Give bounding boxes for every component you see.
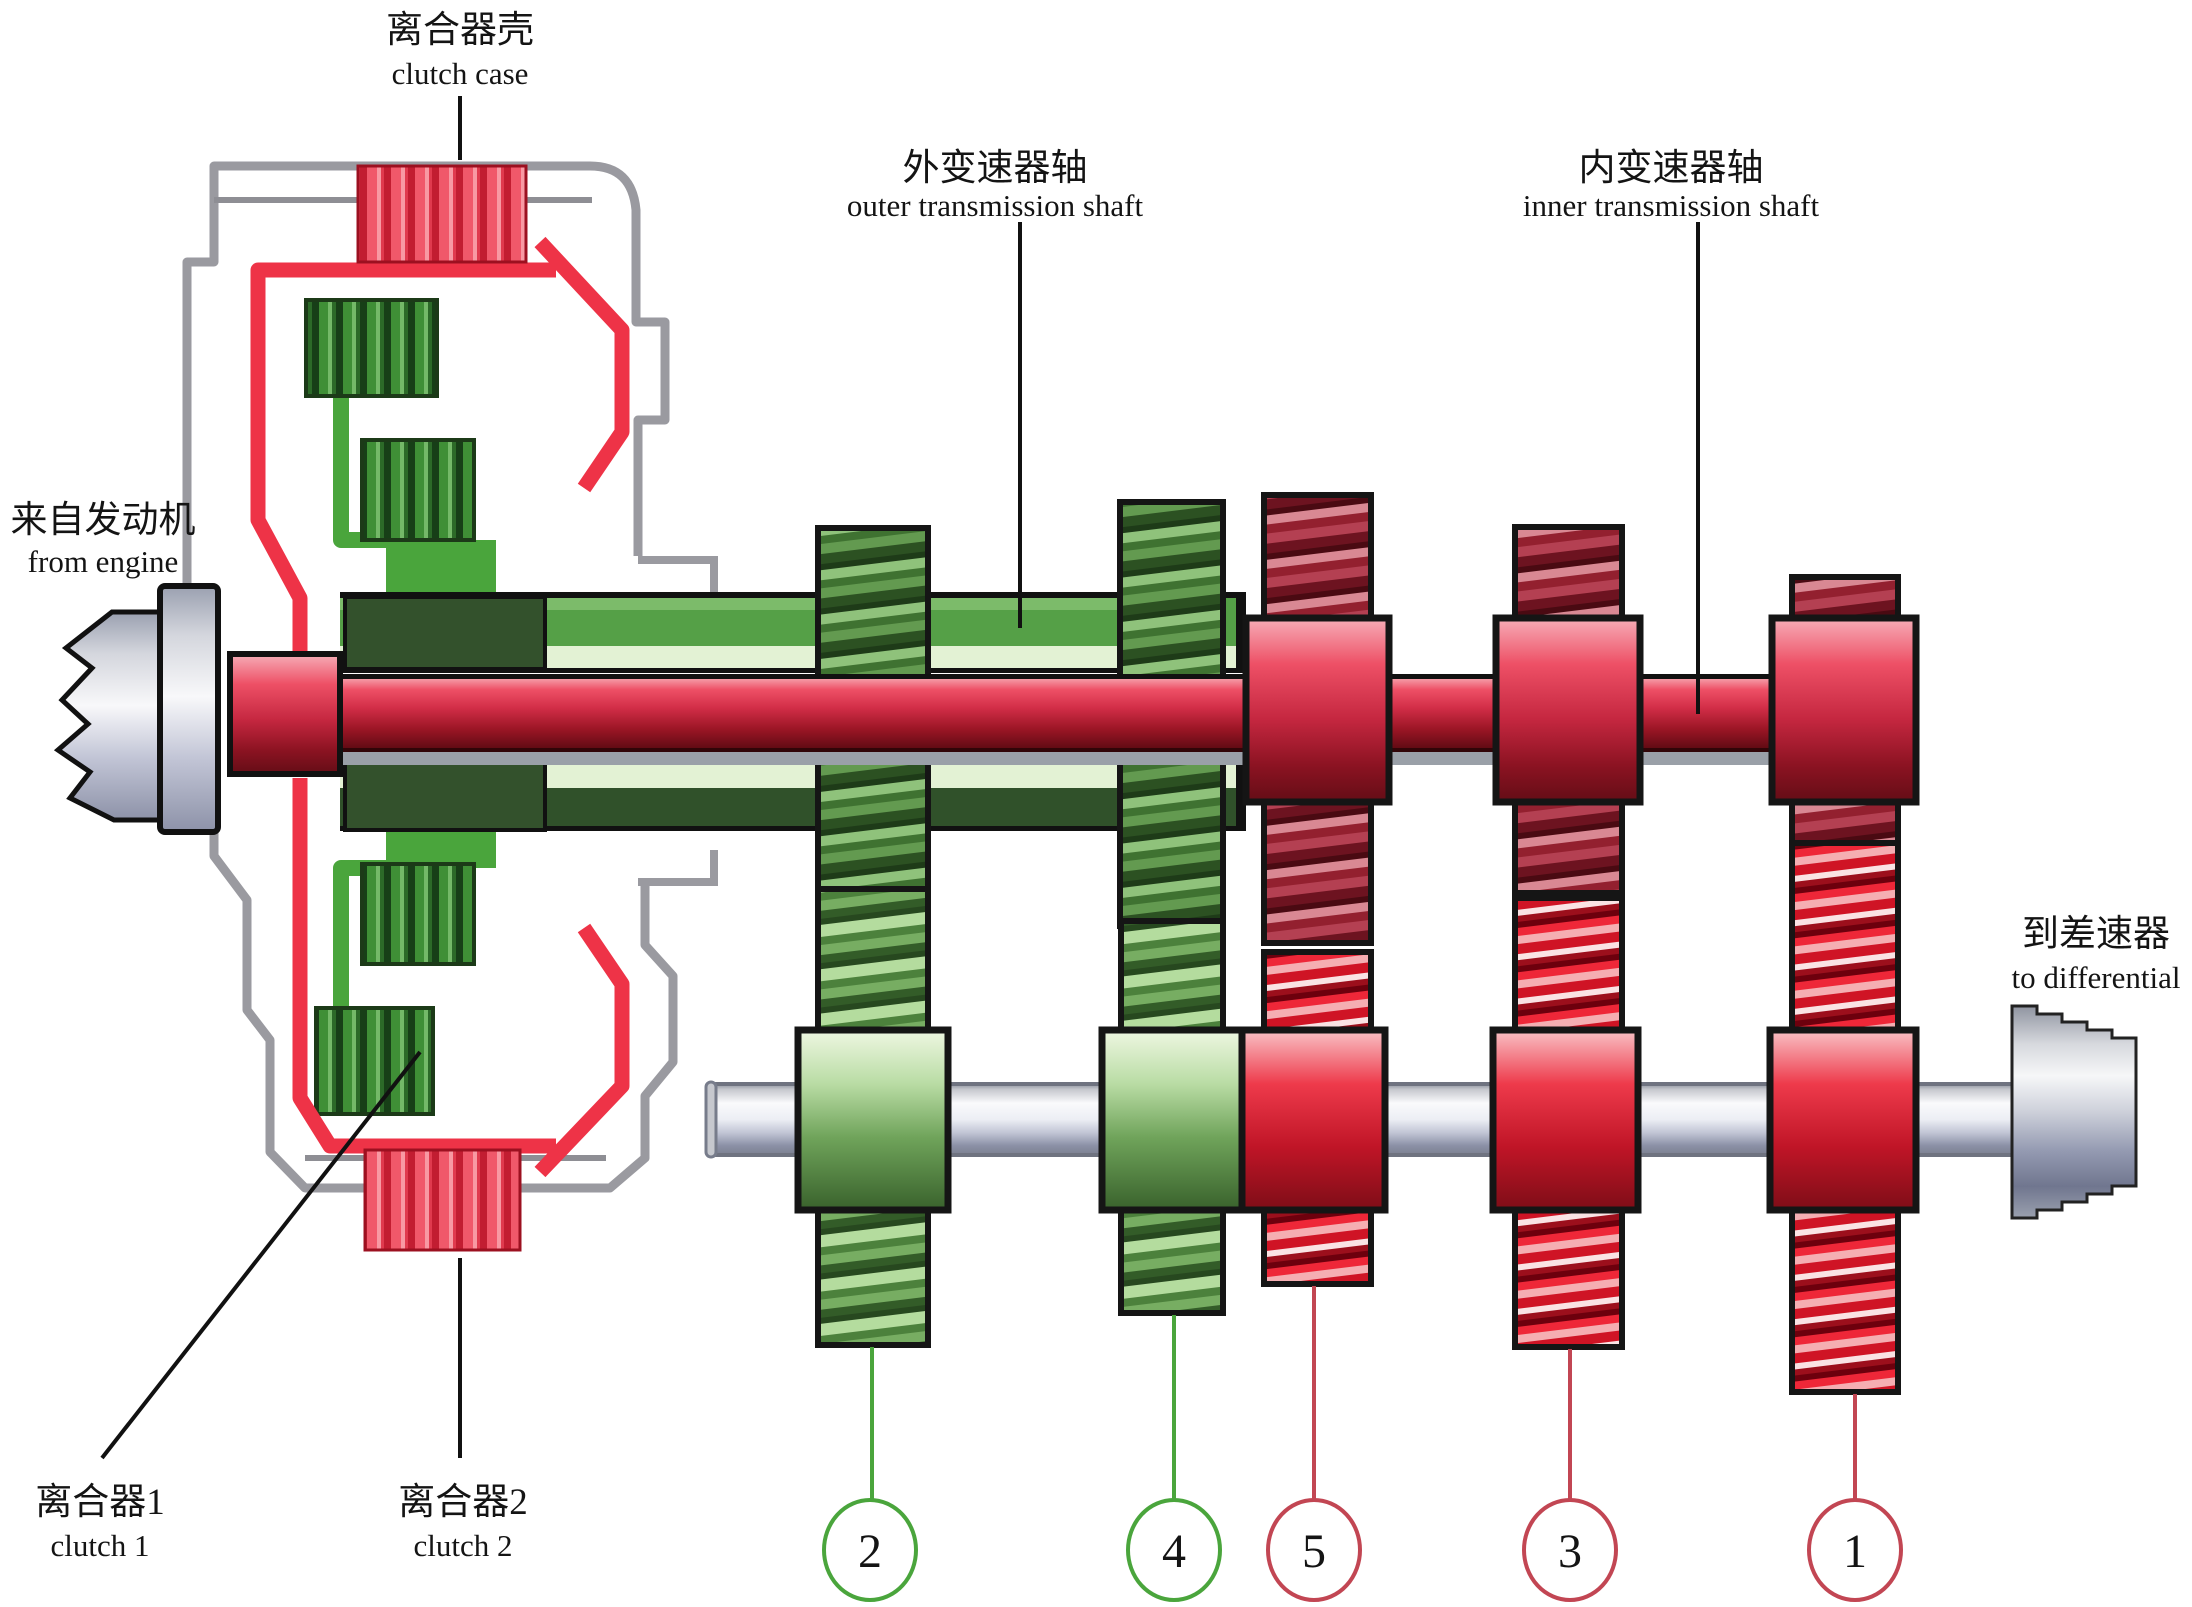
differential-bevel-cone — [2010, 1004, 2138, 1220]
label-from-engine-zh: 来自发动机 — [11, 499, 196, 541]
labels: 离合器壳 clutch case 外变速器轴 outer transmissio… — [11, 9, 2181, 1563]
label-to-differential-en: to differential — [2011, 960, 2180, 995]
gear5-hub — [1242, 614, 1393, 806]
label-clutch1-en: clutch 1 — [51, 1528, 150, 1563]
label-from-engine-en: from engine — [28, 544, 179, 579]
label-clutch-case-zh: 离合器壳 — [386, 9, 534, 51]
gear-callout-4: 4 — [1126, 1498, 1222, 1602]
label-clutch2-en: clutch 2 — [414, 1528, 513, 1563]
gear1-hub — [1768, 614, 1920, 806]
label-clutch-case-en: clutch case — [392, 56, 529, 91]
gear-callout-3: 3 — [1522, 1498, 1618, 1602]
gear-callout-5: 5 — [1266, 1498, 1362, 1602]
input-red-hub — [227, 651, 343, 777]
spline-stub — [53, 609, 165, 823]
gear-callout-1: 1 — [1807, 1498, 1903, 1602]
leader-lines — [100, 96, 1857, 1504]
gear4-output-hub — [1098, 1026, 1246, 1214]
label-outer-shaft-zh: 外变速器轴 — [903, 147, 1088, 189]
clutch2-friction-packs — [356, 164, 528, 1252]
gear-number-2: 2 — [858, 1525, 882, 1578]
label-to-differential: 到差速器 to differential — [2011, 913, 2180, 995]
red-pinions — [1242, 492, 1920, 946]
label-clutch1-zh: 离合器1 — [35, 1481, 165, 1523]
label-from-engine: 来自发动机 from engine — [11, 499, 196, 579]
gear5-output-hub — [1238, 1026, 1389, 1214]
label-clutch2-zh: 离合器2 — [398, 1481, 528, 1523]
label-to-differential-zh: 到差速器 — [2022, 913, 2170, 955]
gear-callout-2: 2 — [822, 1498, 918, 1602]
label-inner-shaft-en: inner transmission shaft — [1523, 188, 1820, 223]
gear-callouts: 2 4 5 3 1 — [822, 1498, 1903, 1602]
gear-number-4: 4 — [1162, 1525, 1186, 1578]
input-flange — [157, 583, 221, 835]
label-inner-shaft-zh: 内变速器轴 — [1579, 147, 1764, 189]
label-clutch-case: 离合器壳 clutch case — [386, 9, 534, 91]
gear-number-5: 5 — [1302, 1525, 1326, 1578]
engine-input-shaft — [53, 583, 343, 835]
gear-number-1: 1 — [1843, 1525, 1867, 1578]
gear3-hub — [1492, 614, 1644, 806]
gear2-output-hub — [794, 1026, 952, 1214]
output-gears — [794, 840, 1920, 1395]
label-clutch2: 离合器2 clutch 2 — [398, 1481, 528, 1563]
gear1-output-hub — [1766, 1026, 1920, 1214]
label-inner-shaft: 内变速器轴 inner transmission shaft — [1523, 147, 1820, 223]
label-outer-shaft-en: outer transmission shaft — [847, 188, 1144, 223]
gear3-output-hub — [1489, 1026, 1642, 1214]
clutch2-drum — [250, 236, 630, 1178]
gear-number-3: 3 — [1558, 1525, 1582, 1578]
inner-transmission-shaft — [332, 674, 1914, 765]
outer-transmission-shaft — [340, 592, 1246, 832]
label-clutch1: 离合器1 clutch 1 — [35, 1481, 165, 1563]
label-outer-shaft: 外变速器轴 outer transmission shaft — [847, 147, 1144, 223]
clutch-case-outline — [182, 161, 718, 1193]
